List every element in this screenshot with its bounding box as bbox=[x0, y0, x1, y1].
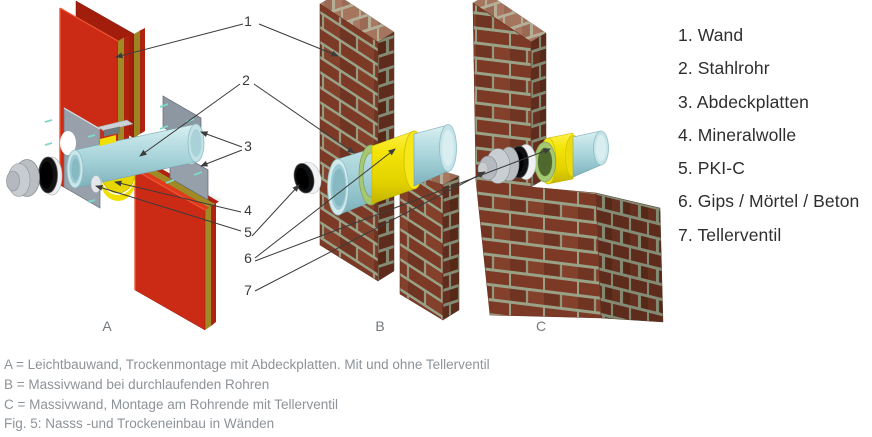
caption-a: A = Leichtbauwand, Trockenmontage mit Ab… bbox=[4, 357, 490, 372]
diagram-letter-labels: A B C bbox=[102, 318, 546, 334]
caption-b: B = Massivwand bei durchlaufenden Rohren bbox=[4, 376, 270, 392]
wall-a-lower-slab bbox=[134, 159, 222, 331]
pki-c-disc-b bbox=[293, 161, 322, 194]
callout-6: 6 bbox=[244, 250, 252, 266]
legend: 1. Wand 2. Stahlrohr 3. Abdeckplatten 4.… bbox=[678, 19, 859, 252]
callout-5: 5 bbox=[244, 224, 252, 240]
caption-c: C = Massivwand, Montage am Rohrende mit … bbox=[4, 396, 339, 412]
mounting-bracket bbox=[97, 119, 134, 137]
label-a: A bbox=[102, 318, 112, 334]
legend-item-tellerventil: 7. Tellerventil bbox=[678, 224, 782, 245]
label-b: B bbox=[375, 318, 384, 334]
screws-teal bbox=[159, 103, 203, 184]
figure-caption: Fig. 5: Nasss -und Trockeneinbau in Wänd… bbox=[4, 416, 275, 432]
label-c: C bbox=[536, 318, 546, 334]
steel-pipe-b-right bbox=[413, 124, 457, 187]
teller-valve-a bbox=[6, 156, 102, 197]
mineral-wool-ring-c bbox=[534, 141, 556, 183]
mineral-wool-a-top bbox=[100, 135, 116, 146]
steel-pipe-c bbox=[572, 130, 609, 178]
callout-3: 3 bbox=[244, 138, 252, 154]
teller-valve-c bbox=[477, 146, 520, 184]
legend-item-stahlrohr: 2. Stahlrohr bbox=[678, 58, 770, 79]
legend-item-mineralwolle: 4. Mineralwolle bbox=[678, 124, 797, 145]
callout-7: 7 bbox=[244, 282, 252, 298]
legend-item-gips-moertel: 6. Gips / Mörtel / Beton bbox=[678, 191, 860, 212]
diagram-a-leichtbauwand bbox=[6, 0, 222, 331]
diagram-c-massivwand-rohrende bbox=[472, 0, 664, 323]
callout-lines bbox=[95, 23, 551, 292]
collar-white bbox=[90, 175, 102, 193]
legend-item-wand: 1. Wand bbox=[678, 25, 744, 45]
steel-pipe-a bbox=[66, 123, 205, 189]
legend-item-abdeckplatten: 3. Abdeckplatten bbox=[678, 91, 810, 112]
captions: A = Leichtbauwand, Trockenmontage mit Ab… bbox=[4, 355, 490, 434]
callout-2: 2 bbox=[242, 72, 250, 88]
wall-b-left-slab bbox=[319, 0, 395, 282]
callout-4: 4 bbox=[244, 202, 252, 218]
legend-item-pki-c: 5. PKI-C bbox=[678, 158, 745, 179]
mineral-wool-a-lip bbox=[101, 176, 135, 201]
diagram-b-massivwand bbox=[293, 0, 460, 321]
callout-numbers: 1 2 3 4 5 6 7 bbox=[242, 13, 252, 298]
plate-notch bbox=[60, 131, 76, 155]
wall-c bbox=[472, 0, 664, 323]
callout-1: 1 bbox=[244, 13, 252, 29]
